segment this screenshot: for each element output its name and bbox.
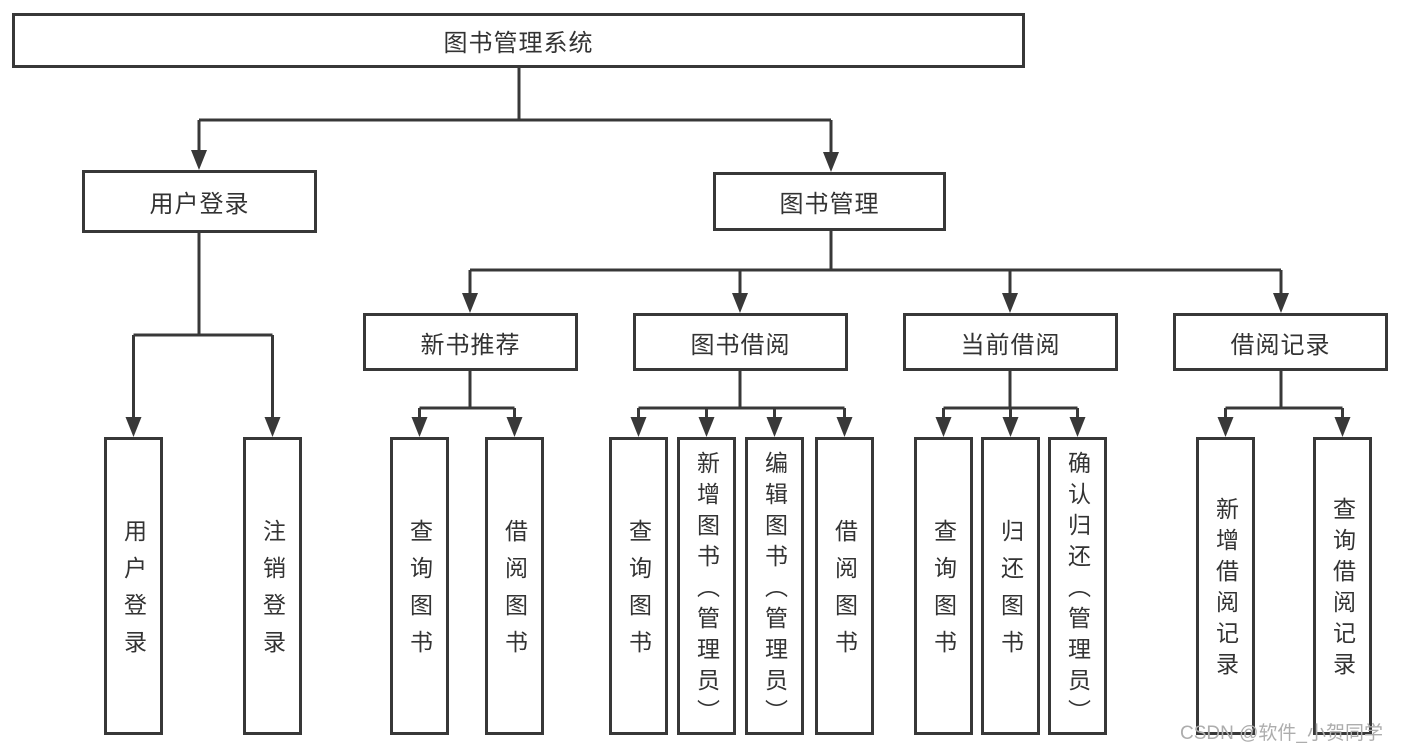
arrowhead — [191, 150, 207, 170]
leaf-box-add-books-admin: 新增图书（管理员） — [677, 437, 736, 735]
arrowhead — [1217, 417, 1234, 437]
node-box-borrowing-records: 借阅记录 — [1173, 313, 1388, 371]
leaf-label-add-borrow-record: 新增借阅记录 — [1212, 497, 1239, 683]
leaf-box-return-books: 归还图书 — [981, 437, 1040, 735]
arrowhead — [935, 417, 952, 437]
node-box-current-borrowing: 当前借阅 — [903, 313, 1118, 371]
node-label-new-book-recommend: 新书推荐 — [420, 331, 521, 359]
leaf-box-query-books-3: 查询图书 — [914, 437, 973, 735]
leaf-box-logout: 注销登录 — [243, 437, 302, 735]
leaf-label-add-books-admin: 新增图书（管理员） — [693, 450, 720, 730]
leaf-label-logout: 注销登录 — [259, 519, 286, 667]
leaf-box-query-books-2: 查询图书 — [609, 437, 668, 735]
arrowhead — [732, 293, 748, 313]
arrowhead — [698, 417, 715, 437]
arrowhead — [411, 417, 428, 437]
arrowhead — [823, 152, 839, 172]
node-label-system-root: 图书管理系统 — [443, 30, 594, 57]
leaf-label-confirm-return-admin: 确认归还（管理员） — [1064, 450, 1091, 730]
leaf-box-query-books-1: 查询图书 — [390, 437, 449, 735]
leaf-label-edit-books-admin: 编辑图书（管理员） — [761, 450, 788, 730]
arrowhead — [1002, 293, 1018, 313]
leaf-box-add-borrow-record: 新增借阅记录 — [1196, 437, 1255, 735]
node-label-book-management: 图书管理 — [779, 191, 880, 218]
leaf-label-borrow-books-1: 借阅图书 — [501, 519, 528, 667]
arrowhead — [462, 293, 478, 313]
node-label-current-borrowing: 当前借阅 — [960, 331, 1061, 359]
leaf-label-query-books-1: 查询图书 — [406, 519, 433, 667]
node-box-new-book-recommend: 新书推荐 — [363, 313, 578, 371]
leaf-box-borrow-books-1: 借阅图书 — [485, 437, 544, 735]
leaf-box-confirm-return-admin: 确认归还（管理员） — [1048, 437, 1107, 735]
leaf-label-user-login: 用户登录 — [120, 519, 147, 667]
arrowhead — [1273, 293, 1289, 313]
arrowhead — [836, 417, 853, 437]
node-label-book-borrowing: 图书借阅 — [690, 331, 791, 359]
leaf-box-edit-books-admin: 编辑图书（管理员） — [745, 437, 804, 735]
leaf-label-return-books: 归还图书 — [997, 519, 1024, 667]
csdn-watermark: CSDN @软件_小贺同学 — [1180, 723, 1383, 744]
node-box-book-management: 图书管理 — [713, 172, 946, 231]
arrowhead — [1069, 417, 1086, 437]
node-box-book-borrowing: 图书借阅 — [633, 313, 848, 371]
arrowhead — [125, 417, 142, 437]
leaf-box-borrow-books-2: 借阅图书 — [815, 437, 874, 735]
node-label-borrowing-records: 借阅记录 — [1230, 331, 1331, 359]
leaf-label-query-books-3: 查询图书 — [930, 519, 957, 667]
arrowhead — [506, 417, 523, 437]
arrowhead — [1002, 417, 1019, 437]
leaf-box-user-login: 用户登录 — [104, 437, 163, 735]
arrowhead — [1334, 417, 1351, 437]
arrowhead — [264, 417, 281, 437]
node-box-user-login: 用户登录 — [82, 170, 317, 233]
leaf-label-query-books-2: 查询图书 — [625, 519, 652, 667]
arrowhead — [766, 417, 783, 437]
leaf-label-borrow-books-2: 借阅图书 — [831, 519, 858, 667]
node-label-user-login: 用户登录 — [149, 191, 250, 218]
leaf-box-query-borrow-record: 查询借阅记录 — [1313, 437, 1372, 735]
arrowhead — [630, 417, 647, 437]
leaf-label-query-borrow-record: 查询借阅记录 — [1329, 497, 1356, 683]
node-box-system-root: 图书管理系统 — [12, 13, 1025, 68]
